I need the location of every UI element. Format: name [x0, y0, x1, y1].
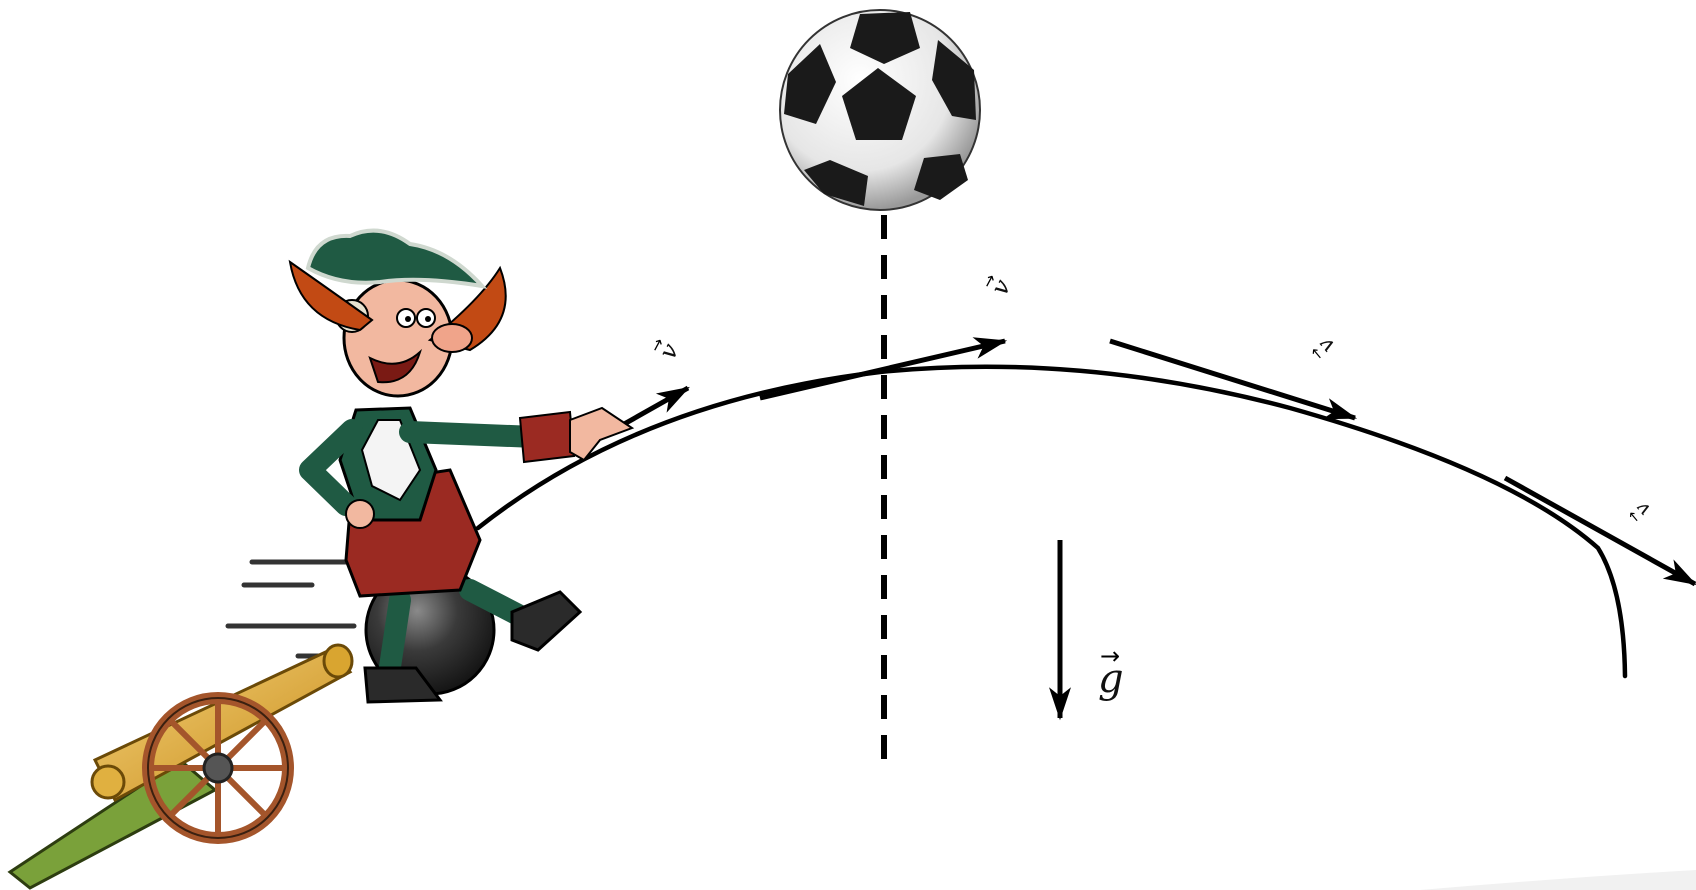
corner-fade [1420, 870, 1696, 890]
gravity-label: g → [1098, 642, 1124, 702]
svg-text:→: → [1100, 642, 1120, 670]
baron-munchausen-character [288, 228, 635, 704]
trajectory-curve [475, 364, 1628, 679]
velocity-label-4: v → [1624, 497, 1655, 526]
velocity-label-2: v → [977, 271, 1016, 300]
svg-text:g: g [1098, 656, 1124, 702]
velocity-vector-4 [1503, 475, 1696, 587]
velocity-label-3: v → [1306, 332, 1341, 365]
cannon-icon [7, 643, 354, 890]
velocity-label-1: v → [645, 335, 684, 364]
motion-speed-lines [225, 559, 357, 659]
velocity-vector-3 [1109, 338, 1358, 421]
soccer-ball-icon [779, 9, 981, 211]
velocity-vector-2 [759, 337, 1008, 401]
